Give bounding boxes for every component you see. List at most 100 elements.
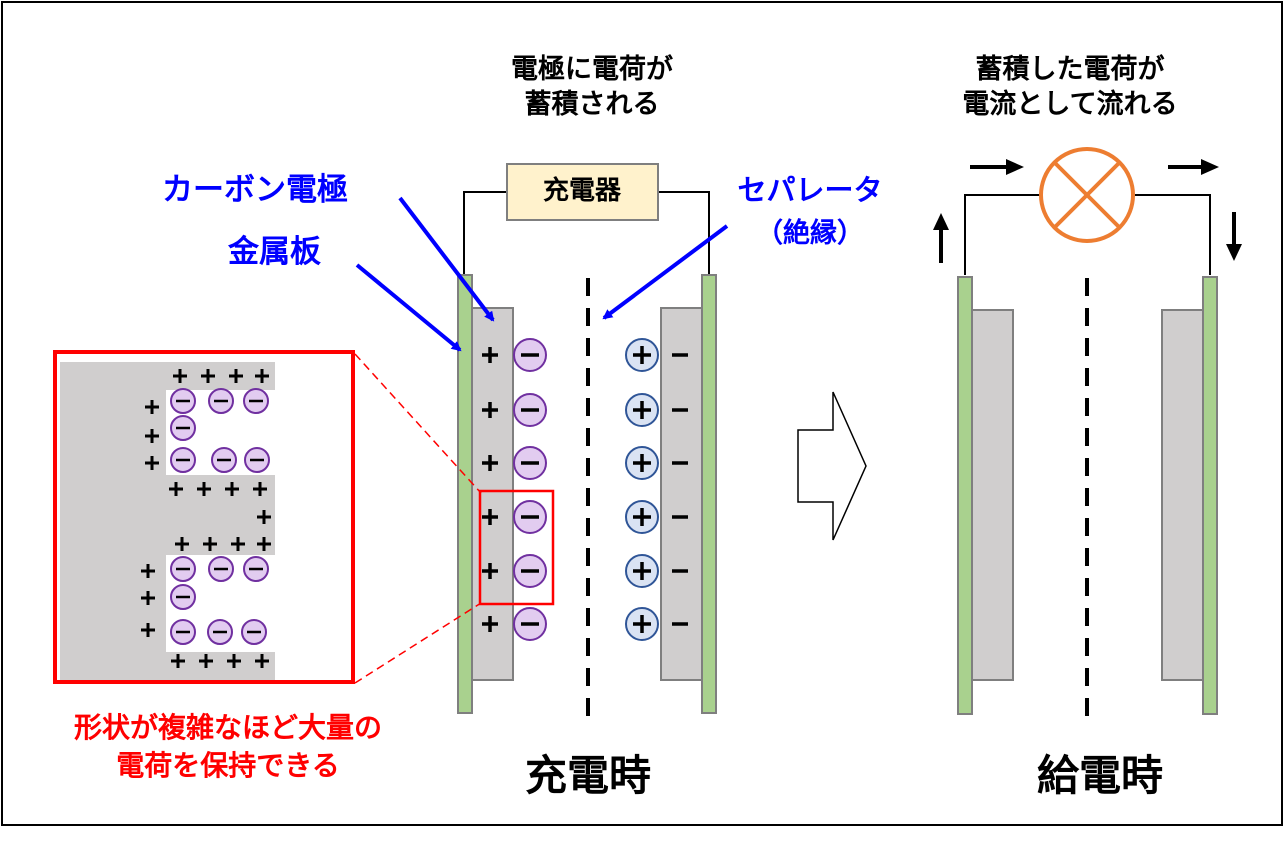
lamp-wire-left — [964, 194, 1040, 275]
zoom-caption-line2: 電荷を保持できる — [116, 749, 339, 782]
negative-ion — [170, 447, 196, 473]
charger-wire-right — [658, 191, 710, 275]
negative-ion — [513, 554, 547, 588]
charger-label: 充電器 — [543, 175, 622, 206]
plus-charge — [199, 654, 213, 668]
metal-plate-arrow — [355, 263, 462, 352]
plus-charge — [482, 455, 498, 471]
charging-top-caption-line2: 蓄積される — [525, 89, 660, 120]
negative-ion — [211, 447, 237, 473]
plus-charge — [255, 369, 269, 383]
discharging-title: 給電時 — [1037, 751, 1163, 800]
plus-charge — [169, 482, 183, 496]
negative-ion — [513, 338, 547, 372]
negative-ion — [513, 446, 547, 480]
plus-charge — [225, 482, 239, 496]
plus-charge — [227, 654, 241, 668]
plus-charge — [141, 564, 155, 578]
zoom-highlight-box — [478, 489, 555, 606]
plus-charge — [203, 537, 217, 551]
positive-ion — [625, 446, 659, 480]
negative-ion — [243, 388, 269, 414]
zoom-electrode-surface — [60, 362, 275, 680]
current-arrow-right-left-icon — [970, 159, 1024, 175]
charger-box — [506, 163, 659, 221]
discharging-diagram: 蓄積した電荷が 電流として流れる 給電 — [933, 53, 1242, 800]
negative-ion — [170, 584, 196, 610]
discharging-top-caption-line2: 電流として流れる — [962, 89, 1177, 120]
plus-charge — [141, 591, 155, 605]
transition-arrow — [797, 391, 867, 541]
zoom-connector-bottom — [354, 602, 482, 684]
discharge-carbon-electrode-right — [1161, 309, 1204, 681]
discharge-carbon-electrode-left — [971, 309, 1014, 681]
plus-charge — [201, 369, 215, 383]
charge-rows — [482, 338, 688, 641]
discharging-top-caption-line1: 蓄積した電荷が — [976, 53, 1165, 85]
plus-charge — [145, 429, 159, 443]
metal-plate-right — [701, 274, 717, 714]
plus-charge — [257, 537, 271, 551]
separator-arrow — [602, 224, 729, 320]
lamp-icon — [1039, 147, 1135, 243]
plus-charge — [482, 616, 498, 632]
charging-diagram: 電極に電荷が 蓄積される 充電器 充電時 — [457, 53, 717, 800]
zoom-frame — [53, 350, 355, 684]
separator-label: セパレータ — [737, 173, 882, 207]
zoom-detail: 形状が複雑なほど大量の 電荷を保持できる — [53, 350, 482, 782]
separator-note: （絶縁） — [756, 217, 864, 249]
plus-charge — [171, 654, 185, 668]
component-labels: カーボン電極 金属板 セパレータ （絶縁） — [162, 172, 883, 352]
carbon-electrode-arrow — [398, 196, 495, 322]
positive-ion — [625, 393, 659, 427]
positive-ion — [625, 500, 659, 534]
lamp-wire-right — [1135, 194, 1211, 275]
current-arrow-right-icon — [1168, 159, 1219, 175]
zoom-caption-line1: 形状が複雑なほど大量の — [74, 711, 382, 744]
metal-plate-label: 金属板 — [227, 234, 321, 270]
negative-ion — [241, 619, 267, 645]
charging-title: 充電時 — [525, 751, 651, 800]
carbon-electrode-label: カーボン電極 — [162, 172, 348, 208]
negative-ion — [170, 556, 196, 582]
discharge-metal-plate-right — [1202, 276, 1218, 715]
plus-charge — [482, 402, 498, 418]
plus-charge — [141, 623, 155, 637]
negative-ion — [513, 607, 547, 641]
negative-ion — [207, 619, 233, 645]
positive-ion — [625, 338, 659, 372]
negative-ion — [513, 393, 547, 427]
positive-ion — [625, 607, 659, 641]
plus-charge — [175, 537, 189, 551]
negative-ion — [513, 500, 547, 534]
plus-charge — [145, 456, 159, 470]
charger-wire-left — [463, 191, 507, 275]
negative-ion — [208, 556, 234, 582]
plus-charge — [173, 369, 187, 383]
discharge-metal-plate-left — [957, 276, 973, 715]
plus-charge — [482, 563, 498, 579]
zoom-charges — [141, 369, 271, 668]
negative-ion — [170, 415, 196, 441]
zoom-connector-top — [354, 353, 482, 494]
current-arrow-down-icon — [1226, 212, 1242, 261]
negative-ion — [244, 447, 270, 473]
plus-charge — [231, 537, 245, 551]
negative-ion — [208, 388, 234, 414]
plus-charge — [197, 482, 211, 496]
negative-ion — [170, 388, 196, 414]
charging-top-caption-line1: 電極に電荷が — [511, 53, 673, 85]
metal-plate-left — [457, 274, 473, 714]
plus-charge — [482, 347, 498, 363]
plus-charge — [145, 400, 159, 414]
plus-charge — [253, 482, 267, 496]
plus-charge — [229, 369, 243, 383]
current-arrow-up-icon — [933, 213, 949, 263]
plus-charge — [482, 509, 498, 525]
negative-ion — [243, 556, 269, 582]
negative-ion — [170, 619, 196, 645]
positive-ion — [625, 554, 659, 588]
plus-charge — [255, 654, 269, 668]
plus-charge — [257, 510, 271, 524]
